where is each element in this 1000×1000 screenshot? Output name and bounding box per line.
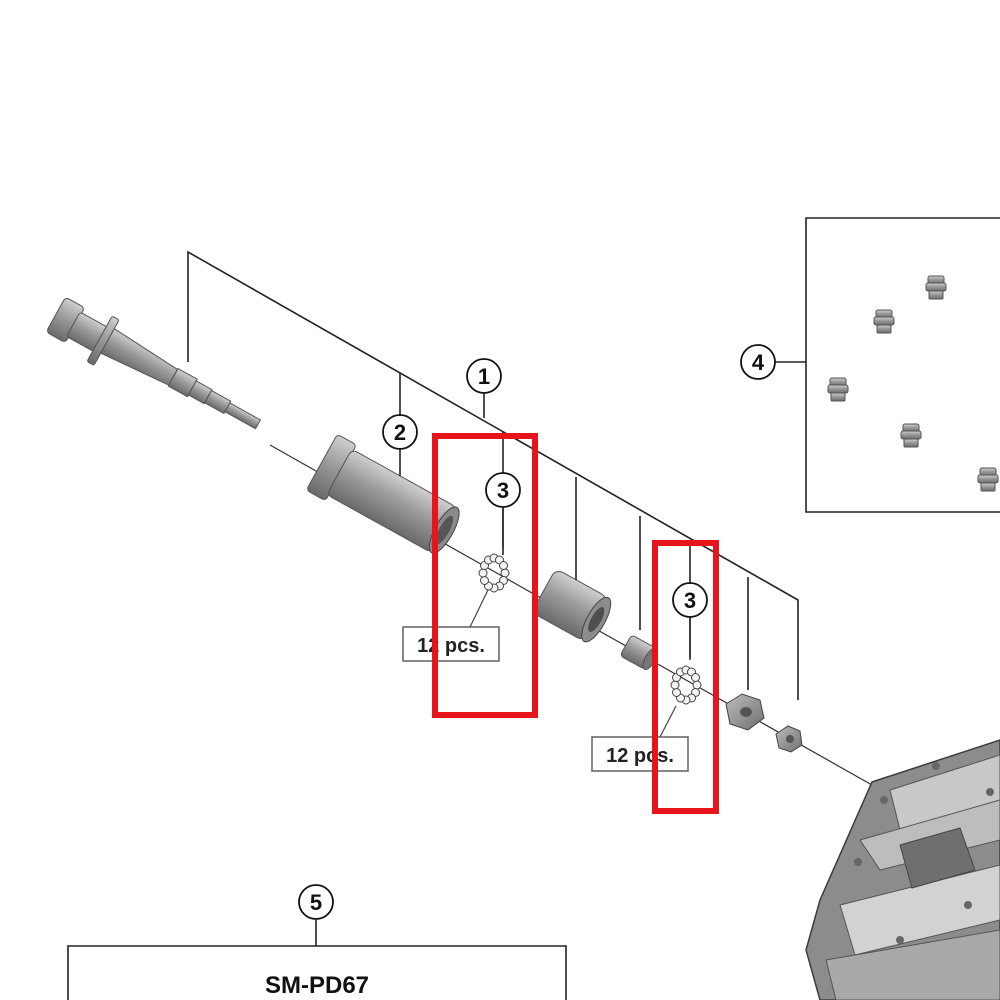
svg-text:1: 1 <box>478 364 490 389</box>
callout-2: 2 <box>382 414 418 450</box>
cleat-pins-box <box>775 217 1000 513</box>
bearing-ball <box>478 568 488 578</box>
bearing-ball <box>480 576 489 585</box>
pedal-pin <box>873 309 895 334</box>
callout-4: 4 <box>740 344 776 380</box>
pedal-body <box>805 739 1000 1000</box>
lock-nut <box>725 693 765 731</box>
highlight-box-upper <box>432 433 538 718</box>
svg-text:5: 5 <box>310 890 322 915</box>
axle-sleeve-part-2 <box>307 435 460 554</box>
callout-1: 1 <box>466 358 502 394</box>
pedal-pin <box>900 423 922 448</box>
bearing-ball <box>499 561 508 570</box>
end-nut <box>775 725 803 753</box>
pedal-pins-group <box>827 275 999 492</box>
callout-5: 5 <box>298 884 334 920</box>
bearing-ball <box>670 680 680 690</box>
quantity-label-lower: 12 pcs. <box>591 705 689 772</box>
svg-text:3: 3 <box>497 478 509 503</box>
svg-text:12 pcs.: 12 pcs. <box>606 745 674 767</box>
bearing-ball <box>672 688 681 697</box>
bearing-ball <box>692 680 702 690</box>
spindle-axle <box>47 297 262 430</box>
svg-text:4: 4 <box>752 350 765 375</box>
bearing-balls-set-a <box>478 553 510 593</box>
bearing-cup <box>534 570 612 643</box>
highlight-box-lower <box>652 540 719 814</box>
callout-3-upper: 3 <box>485 472 521 508</box>
tool-box-frame <box>67 945 567 1000</box>
quantity-label-upper: 12 pcs. <box>402 589 500 662</box>
bearing-ball <box>500 568 510 578</box>
svg-text:2: 2 <box>394 420 406 445</box>
svg-text:3: 3 <box>684 588 696 613</box>
pedal-pin <box>827 377 849 402</box>
svg-text:12 pcs.: 12 pcs. <box>417 635 485 657</box>
bearing-balls-set-b <box>670 665 702 705</box>
callout-3-lower: 3 <box>672 582 708 618</box>
pedal-pin <box>925 275 947 300</box>
tool-box-title: SM-PD67 <box>265 972 369 999</box>
pedal-pin <box>977 467 999 492</box>
bearing-ball <box>691 673 700 682</box>
